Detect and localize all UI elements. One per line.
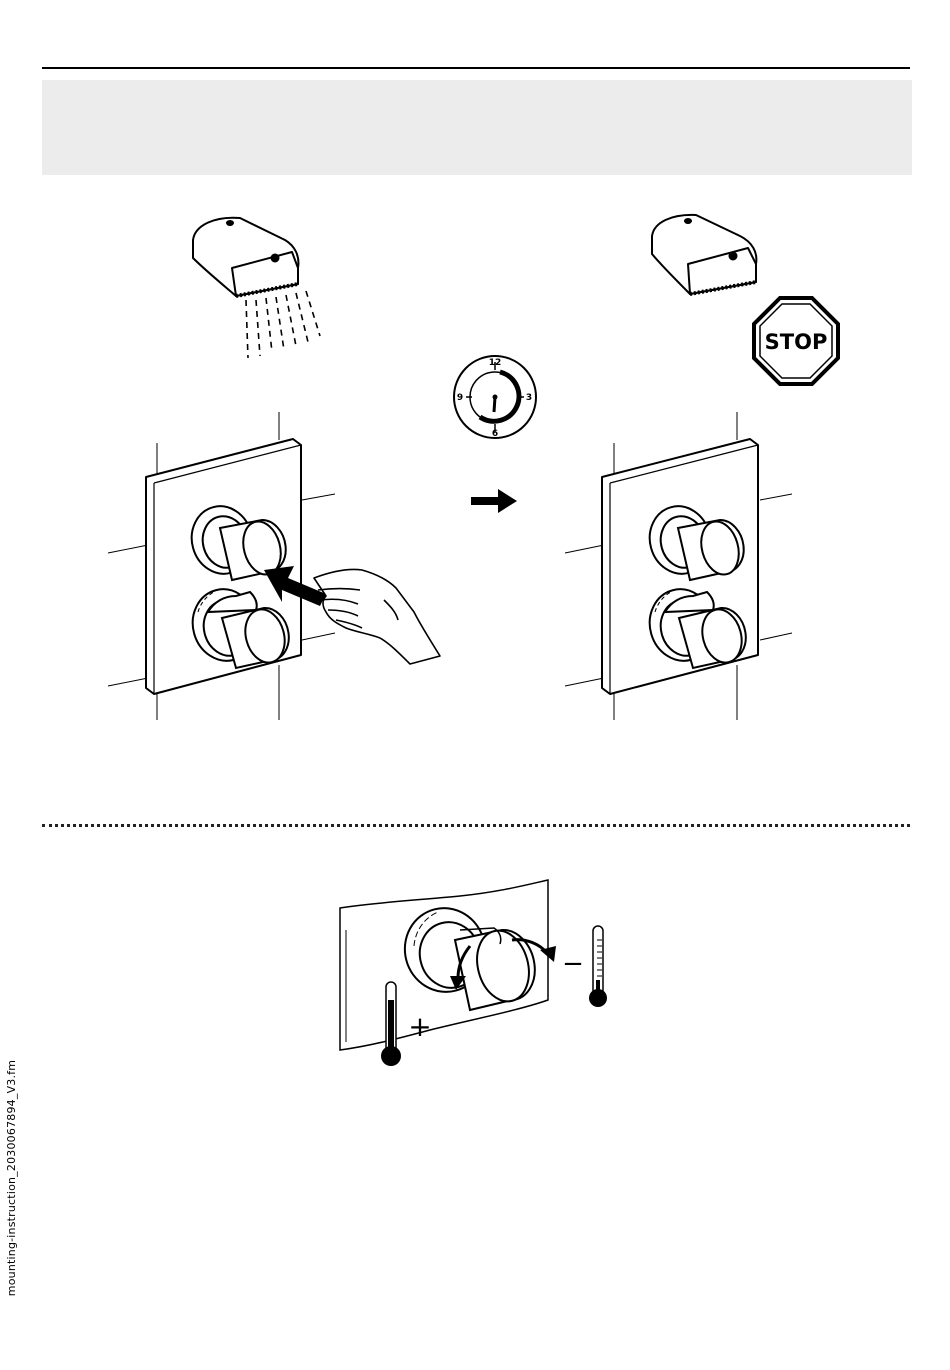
timer-label-6: 6 [492,429,498,439]
shower-head-running-icon [193,218,298,296]
mixer-operation-illustration: STOP 12 3 6 9 [0,0,950,820]
water-spray-icon [246,291,320,358]
timer-label-9: 9 [457,393,463,403]
minus-sign: − [562,949,584,979]
thermometer-cold-icon [589,926,607,1007]
hand-icon [314,569,440,664]
side-file-label: mounting-instruction_2030067894_V3.fm [5,1023,21,1333]
timer-label-3: 3 [526,393,532,403]
timer-clock-icon: 12 3 6 9 [454,356,536,439]
plus-sign: + [408,1010,431,1043]
stop-sign-text: STOP [765,330,828,354]
shower-head-stopped-icon [652,215,756,294]
stop-sign-icon: STOP [754,298,838,384]
temperature-adjust-illustration: − + [300,870,640,1080]
timer-label-12: 12 [489,358,502,368]
arrow-right-icon [471,489,517,513]
section-separator [42,824,910,827]
